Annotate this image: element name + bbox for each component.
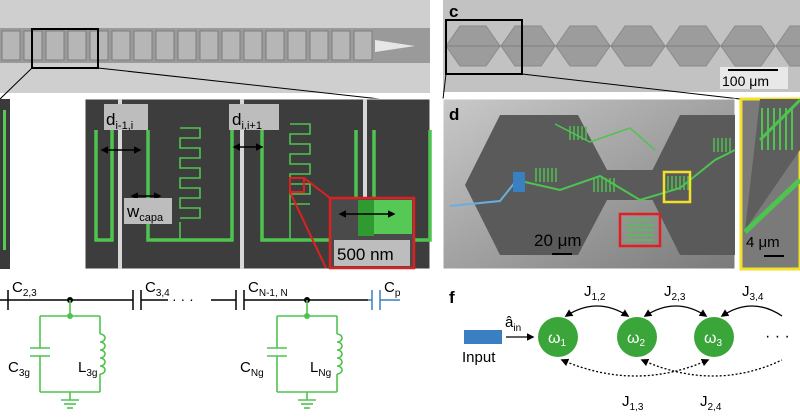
zoomed-micrograph: di-1,i di,i+1 wcapa 500 nm — [0, 98, 432, 270]
label-cp: Cp — [384, 279, 401, 299]
panel-c-letter: c — [449, 2, 458, 21]
panel-d-scalebar: 20 μm — [534, 231, 582, 250]
svg-text:ω1: ω1 — [548, 330, 567, 349]
circuit-schematic: · · · C2,3 C3,4 CN-1, N Cp C3g L3g CNg L… — [0, 279, 401, 409]
a-in-label: âin — [505, 314, 521, 334]
coupling-j34: J3,4 — [742, 283, 764, 303]
panel-d: d 20 μm — [442, 98, 736, 270]
coupling-j24: J2,4 — [700, 393, 722, 413]
gap-label-right: di,i+1 — [232, 110, 262, 132]
label-l3g: L3g — [78, 359, 97, 379]
panel-d-inset: 4 μm — [739, 97, 800, 271]
input-port — [464, 330, 502, 344]
panel-f-letter: f — [449, 288, 455, 307]
panel-c: c 100 μm — [442, 0, 800, 100]
inset-scalebar-label-4um: 4 μm — [746, 234, 780, 251]
panel-d-letter: d — [449, 105, 459, 124]
chain-ellipsis: · · · — [765, 328, 790, 345]
coupling-j13: J1,3 — [622, 393, 644, 413]
label-c23: C2,3 — [12, 279, 37, 299]
svg-text:ω3: ω3 — [704, 330, 723, 349]
panel-f: f Input âin ω1 ω2 ω3 · · · J1,2 J2,3 J3,… — [449, 283, 790, 413]
width-label: wcapa — [126, 202, 164, 224]
label-c3g: C3g — [8, 359, 30, 379]
coupling-j23: J2,3 — [664, 283, 686, 303]
label-c34: C3,4 — [145, 279, 170, 299]
label-cN: CN-1, N — [248, 279, 288, 299]
input-label: Input — [462, 349, 496, 366]
circuit-ellipsis: · · · — [172, 291, 194, 307]
inset-scalebar-label: 500 nm — [337, 245, 394, 264]
label-lNg: LNg — [310, 359, 331, 379]
mode-3: ω3 — [694, 317, 734, 357]
gap-label-left: di-1,i — [106, 110, 133, 132]
mode-2: ω2 — [617, 317, 657, 357]
mode-1: ω1 — [538, 317, 578, 357]
svg-text:ω2: ω2 — [627, 330, 646, 349]
zoom-box — [31, 28, 99, 69]
coupling-j12: J1,2 — [584, 283, 606, 303]
panel-c-scalebar: 100 μm — [722, 73, 769, 89]
device-overview-micrograph — [0, 0, 430, 100]
label-cNg: CNg — [240, 359, 264, 379]
